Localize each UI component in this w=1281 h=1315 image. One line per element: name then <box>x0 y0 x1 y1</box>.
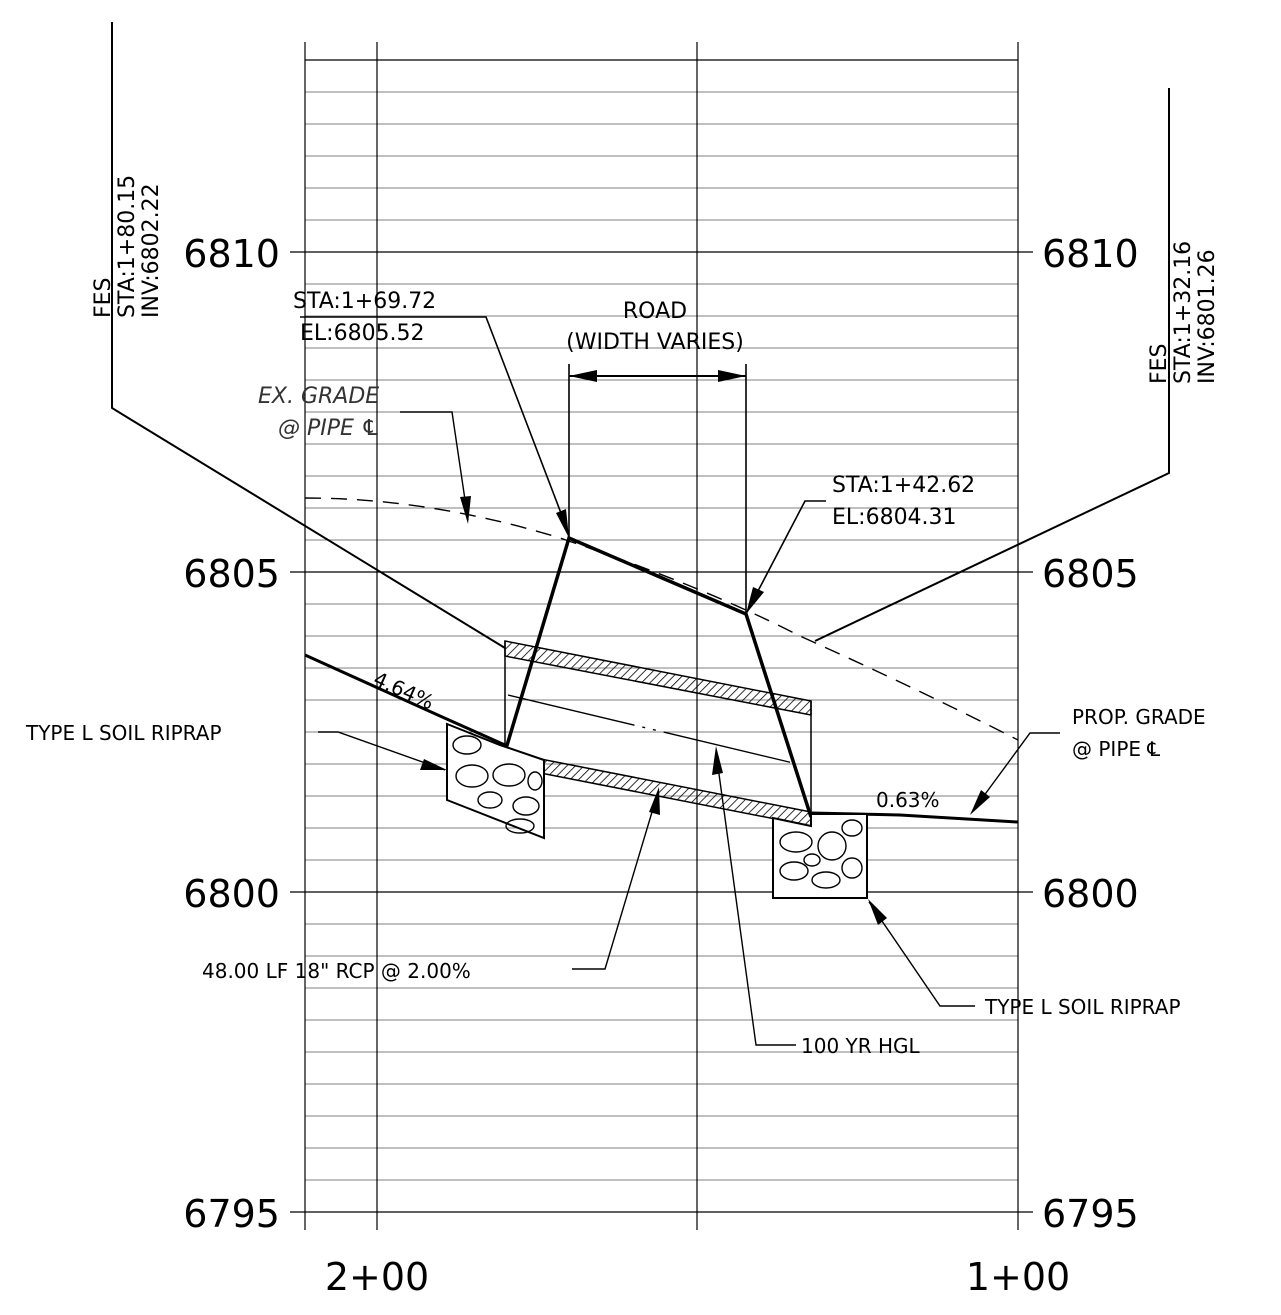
leader-sta-169 <box>300 316 570 538</box>
riprap-left <box>446 722 545 840</box>
prop-grade-pipe-label: @ PIPE ℄ <box>1072 737 1160 761</box>
elev-label: 6805 <box>1042 552 1139 596</box>
svg-text:INV:6802.22: INV:6802.22 <box>139 183 164 318</box>
leader-ex-grade <box>400 411 471 524</box>
road-width-label: (WIDTH VARIES) <box>566 330 744 355</box>
elevation-labels-right: 6810 6805 6800 6795 <box>1042 232 1139 1236</box>
ex-grade-label: EX. GRADE <box>258 384 379 409</box>
slope-right-label: 0.63% <box>876 788 940 812</box>
sta-142-label: STA:1+42.62 <box>832 473 975 498</box>
svg-text:FES: FES <box>1147 343 1172 384</box>
svg-text:STA:1+32.16: STA:1+32.16 <box>1171 241 1196 384</box>
el-6804-label: EL:6804.31 <box>832 505 957 530</box>
hgl-label: 100 YR HGL <box>801 1034 921 1058</box>
existing-grade-line <box>304 497 1019 741</box>
elev-label: 6795 <box>1042 1192 1139 1236</box>
fes-left-leader <box>111 22 506 649</box>
leader-hgl <box>712 746 796 1046</box>
leader-prop-grade <box>970 732 1060 815</box>
fes-left-label: FES STA:1+80.15 INV:6802.22 <box>91 175 164 318</box>
station-label: 2+00 <box>325 1255 429 1299</box>
prop-grade-label: PROP. GRADE <box>1072 705 1206 729</box>
svg-text:FES: FES <box>91 277 116 318</box>
svg-text:INV:6801.26: INV:6801.26 <box>1195 249 1220 384</box>
elev-label: 6810 <box>183 232 280 276</box>
road-label: ROAD <box>623 299 687 324</box>
elevation-labels-left: 6810 6805 6800 6795 <box>183 232 280 1236</box>
leader-riprap-left <box>318 731 447 771</box>
minor-grid <box>305 91 1018 1181</box>
elev-label: 6795 <box>183 1192 280 1236</box>
hgl-line <box>507 694 811 768</box>
riprap-right-label: TYPE L SOIL RIPRAP <box>984 995 1181 1019</box>
elev-label: 6805 <box>183 552 280 596</box>
elev-label: 6800 <box>183 872 280 916</box>
leader-pipe <box>572 787 660 970</box>
leader-riprap-right <box>868 899 975 1007</box>
elev-label: 6800 <box>1042 872 1139 916</box>
sta-169-label: STA:1+69.72 <box>293 289 436 314</box>
major-grid <box>290 42 1033 1230</box>
fes-right-label: FES STA:1+32.16 INV:6801.26 <box>1147 241 1220 384</box>
leader-sta-142 <box>745 500 826 615</box>
ex-grade-pipe-label: @ PIPE ℄ <box>278 416 381 441</box>
station-label: 1+00 <box>966 1255 1070 1299</box>
slope-left-label: 4.64% <box>370 667 438 715</box>
el-6805-label: EL:6805.52 <box>300 321 425 346</box>
road-dimension <box>568 364 747 614</box>
elev-label: 6810 <box>1042 232 1139 276</box>
pipe-label: 48.00 LF 18" RCP @ 2.00% <box>202 959 471 983</box>
riprap-right <box>772 813 868 899</box>
riprap-left-label: TYPE L SOIL RIPRAP <box>25 721 222 745</box>
road-profile-line <box>503 535 813 818</box>
svg-text:STA:1+80.15: STA:1+80.15 <box>115 175 140 318</box>
proposed-grade-line <box>304 653 506 747</box>
fes-right-leader <box>814 88 1170 642</box>
